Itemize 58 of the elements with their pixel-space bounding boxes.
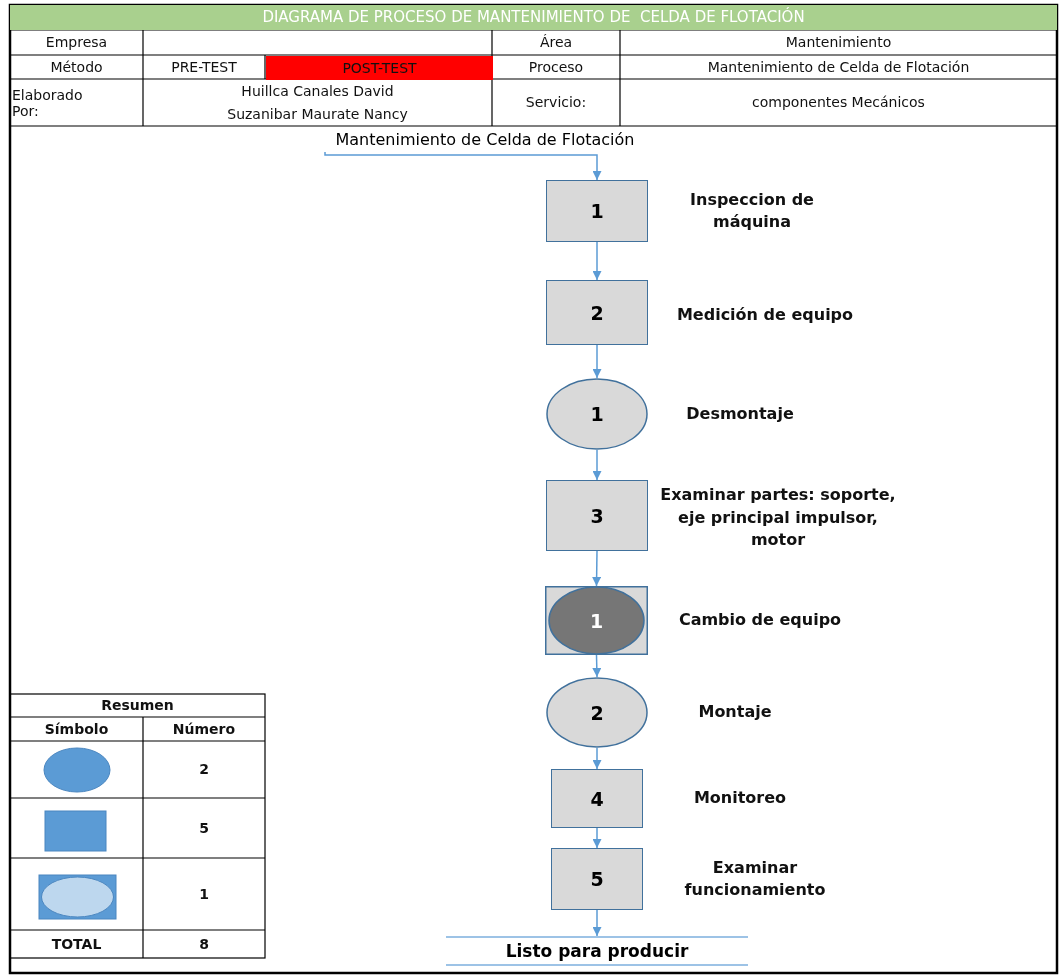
field-label: Servicio:	[524, 93, 588, 113]
field-value: Mantenimiento de Celda de Flotación	[706, 57, 971, 77]
highlighted-value: POST-TEST	[266, 56, 493, 80]
flow-arrow	[592, 449, 602, 481]
flow-arrow	[592, 344, 602, 379]
step-number: 1	[590, 200, 604, 222]
process-box	[551, 769, 643, 828]
flow-arrow	[592, 550, 602, 587]
step-number: 2	[590, 301, 604, 324]
column-header: Número	[171, 719, 237, 739]
process-box	[546, 180, 648, 242]
step-number: 1	[589, 609, 604, 632]
end-label: Listo para producir	[505, 941, 689, 961]
operation-circle	[546, 677, 648, 748]
count-value: 5	[198, 818, 210, 838]
operation-circle	[546, 378, 648, 450]
step-number: 1	[590, 403, 604, 425]
step-description: Montaje	[697, 700, 773, 723]
step-description: Examinar funcionamiento	[683, 856, 827, 901]
step-number: 2	[590, 701, 604, 724]
count-value: 2	[198, 760, 210, 780]
flow-arrow	[592, 241, 602, 281]
process-box	[546, 280, 648, 345]
step-description: Monitoreo	[692, 786, 788, 809]
step-description: Cambio de equipo	[677, 608, 843, 631]
step-number: 3	[590, 504, 604, 527]
step-description: Medición de equipo	[675, 303, 855, 326]
flow-arrow	[592, 747, 602, 770]
step-description: Desmontaje	[685, 402, 795, 425]
field-value: Mantenimiento	[784, 33, 893, 53]
flow-arrow	[324, 151, 602, 181]
flow-arrow	[592, 654, 602, 678]
step-number: 5	[590, 868, 604, 890]
count-value: 1	[198, 884, 210, 904]
field-label: Área	[538, 33, 574, 53]
title-bar: DIAGRAMA DE PROCESO DE MANTENIMIENTO DE CELDA DE FLOTACIÓN	[10, 5, 1057, 30]
total-value: 8	[198, 934, 210, 954]
field-value: PRE-TEST	[170, 57, 238, 77]
field-value: Huillca Canales David	[240, 82, 395, 102]
process-box	[551, 848, 643, 910]
table-title: Resumen	[100, 696, 175, 716]
end-terminal	[446, 936, 748, 966]
field-label: Método	[49, 57, 104, 77]
flow-title: Mantenimiento de Celda de Flotación	[270, 126, 700, 152]
field-label: Empresa	[44, 33, 109, 53]
field-value: componentes Mecánicos	[751, 93, 926, 113]
field-label: Proceso	[527, 57, 585, 77]
field-label: Elaborado Por:	[12, 85, 84, 121]
step-number: 4	[590, 787, 604, 810]
step-description: Inspeccion de máquina	[689, 188, 815, 233]
combined-symbol	[545, 586, 648, 655]
field-value: Suzanibar Maurate Nancy	[226, 104, 409, 124]
total-label: TOTAL	[50, 934, 103, 954]
flow-arrow	[592, 827, 602, 849]
flow-arrow	[592, 909, 602, 937]
step-description: Examinar partes: soporte, eje principal impulsor, motor	[659, 484, 897, 552]
column-header: Símbolo	[43, 719, 110, 739]
process-box	[546, 480, 648, 551]
